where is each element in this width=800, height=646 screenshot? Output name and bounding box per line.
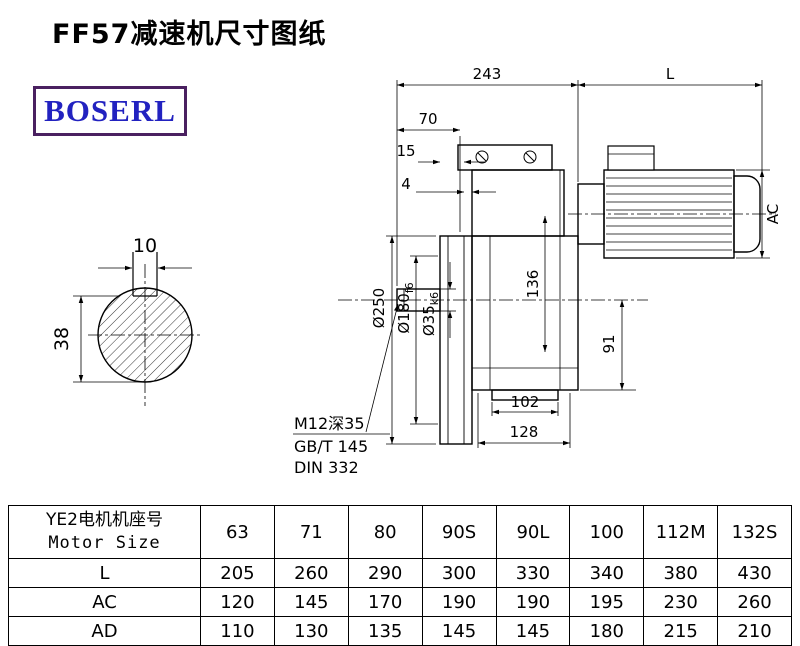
dim-flange-od: Ø250 xyxy=(370,288,388,328)
dim-shaft-dia: Ø35k6 xyxy=(420,292,441,336)
dim-key-height: 38 xyxy=(51,327,73,351)
motor-cooling-fins xyxy=(606,177,732,251)
cell-L-80: 290 xyxy=(347,558,423,588)
cell-AD-90L: 145 xyxy=(495,616,571,646)
cell-AD-100: 180 xyxy=(569,616,645,646)
cell-L-63: 205 xyxy=(200,558,275,588)
row-label-AD: AD xyxy=(8,616,201,646)
header-cn: YE2电机机座号 xyxy=(46,510,163,531)
col-frame-100: 100 xyxy=(569,505,645,559)
dim-spigot-dia: Ø180f6 xyxy=(395,282,416,333)
cell-AC-132S: 260 xyxy=(717,587,792,617)
cell-AD-71: 130 xyxy=(273,616,349,646)
page-title: FF57减速机尺寸图纸 xyxy=(52,19,327,50)
row-label-AC: AC xyxy=(8,587,201,617)
cell-L-71: 260 xyxy=(273,558,349,588)
cell-AC-63: 120 xyxy=(200,587,275,617)
dim-243: 243 xyxy=(473,65,502,83)
note-gb-standard: GB/T 145 xyxy=(294,437,368,456)
motor-side-view xyxy=(577,145,761,259)
cell-AC-90L: 190 xyxy=(495,587,571,617)
col-frame-71: 71 xyxy=(273,505,349,559)
gearbox-side-view xyxy=(338,144,776,445)
cell-AD-90S: 145 xyxy=(421,616,497,646)
dim-128: 128 xyxy=(510,423,539,441)
cell-L-100: 340 xyxy=(569,558,645,588)
dim-keyway-width: 10 xyxy=(133,235,157,257)
table-header-row: YE2电机机座号 Motor Size 63 71 80 90S 90L 100… xyxy=(8,505,792,559)
dimension-drawing: 10 38 xyxy=(51,65,782,477)
col-frame-90L: 90L xyxy=(495,505,571,559)
cell-AC-80: 170 xyxy=(347,587,423,617)
cell-AD-63: 110 xyxy=(200,616,275,646)
cell-AC-90S: 190 xyxy=(421,587,497,617)
brand-logo: BOSERL xyxy=(33,86,187,136)
dim-15: 15 xyxy=(396,142,415,160)
note-din-standard: DIN 332 xyxy=(294,458,359,477)
motor-size-table: YE2电机机座号 Motor Size 63 71 80 90S 90L 100… xyxy=(8,505,792,646)
cell-AC-112M: 230 xyxy=(643,587,719,617)
table-row-AC: AC 120 145 170 190 190 195 230 260 xyxy=(8,587,792,617)
cell-L-90S: 300 xyxy=(421,558,497,588)
dim-AC: AC xyxy=(764,204,782,224)
dim-70: 70 xyxy=(418,110,437,128)
cell-AD-80: 135 xyxy=(347,616,423,646)
cell-AD-132S: 210 xyxy=(717,616,792,646)
dim-91: 91 xyxy=(600,334,618,353)
col-frame-90S: 90S xyxy=(421,505,497,559)
dim-4: 4 xyxy=(401,175,411,193)
row-label-L: L xyxy=(8,558,201,588)
dimension-lines xyxy=(293,80,770,448)
cell-L-112M: 380 xyxy=(643,558,719,588)
col-frame-132S: 132S xyxy=(717,505,792,559)
brand-logo-text: BOSERL xyxy=(44,93,176,128)
table-row-AD: AD 110 130 135 145 145 180 215 210 xyxy=(8,616,792,646)
header-en: Motor Size xyxy=(48,533,161,553)
col-frame-63: 63 xyxy=(200,505,275,559)
note-tapped-hole: M12深35 xyxy=(294,414,365,433)
cell-L-90L: 330 xyxy=(495,558,571,588)
shaft-end-view xyxy=(73,252,202,406)
col-frame-112M: 112M xyxy=(643,505,719,559)
col-frame-80: 80 xyxy=(347,505,423,559)
cell-L-132S: 430 xyxy=(717,558,792,588)
dim-L: L xyxy=(666,65,675,83)
cell-AD-112M: 215 xyxy=(643,616,719,646)
dim-102: 102 xyxy=(511,393,540,411)
table-row-L: L 205 260 290 300 330 340 380 430 xyxy=(8,558,792,588)
cell-AC-71: 145 xyxy=(273,587,349,617)
cell-AC-100: 195 xyxy=(569,587,645,617)
dim-136: 136 xyxy=(524,270,542,299)
table-header-motor-size: YE2电机机座号 Motor Size xyxy=(8,505,201,559)
